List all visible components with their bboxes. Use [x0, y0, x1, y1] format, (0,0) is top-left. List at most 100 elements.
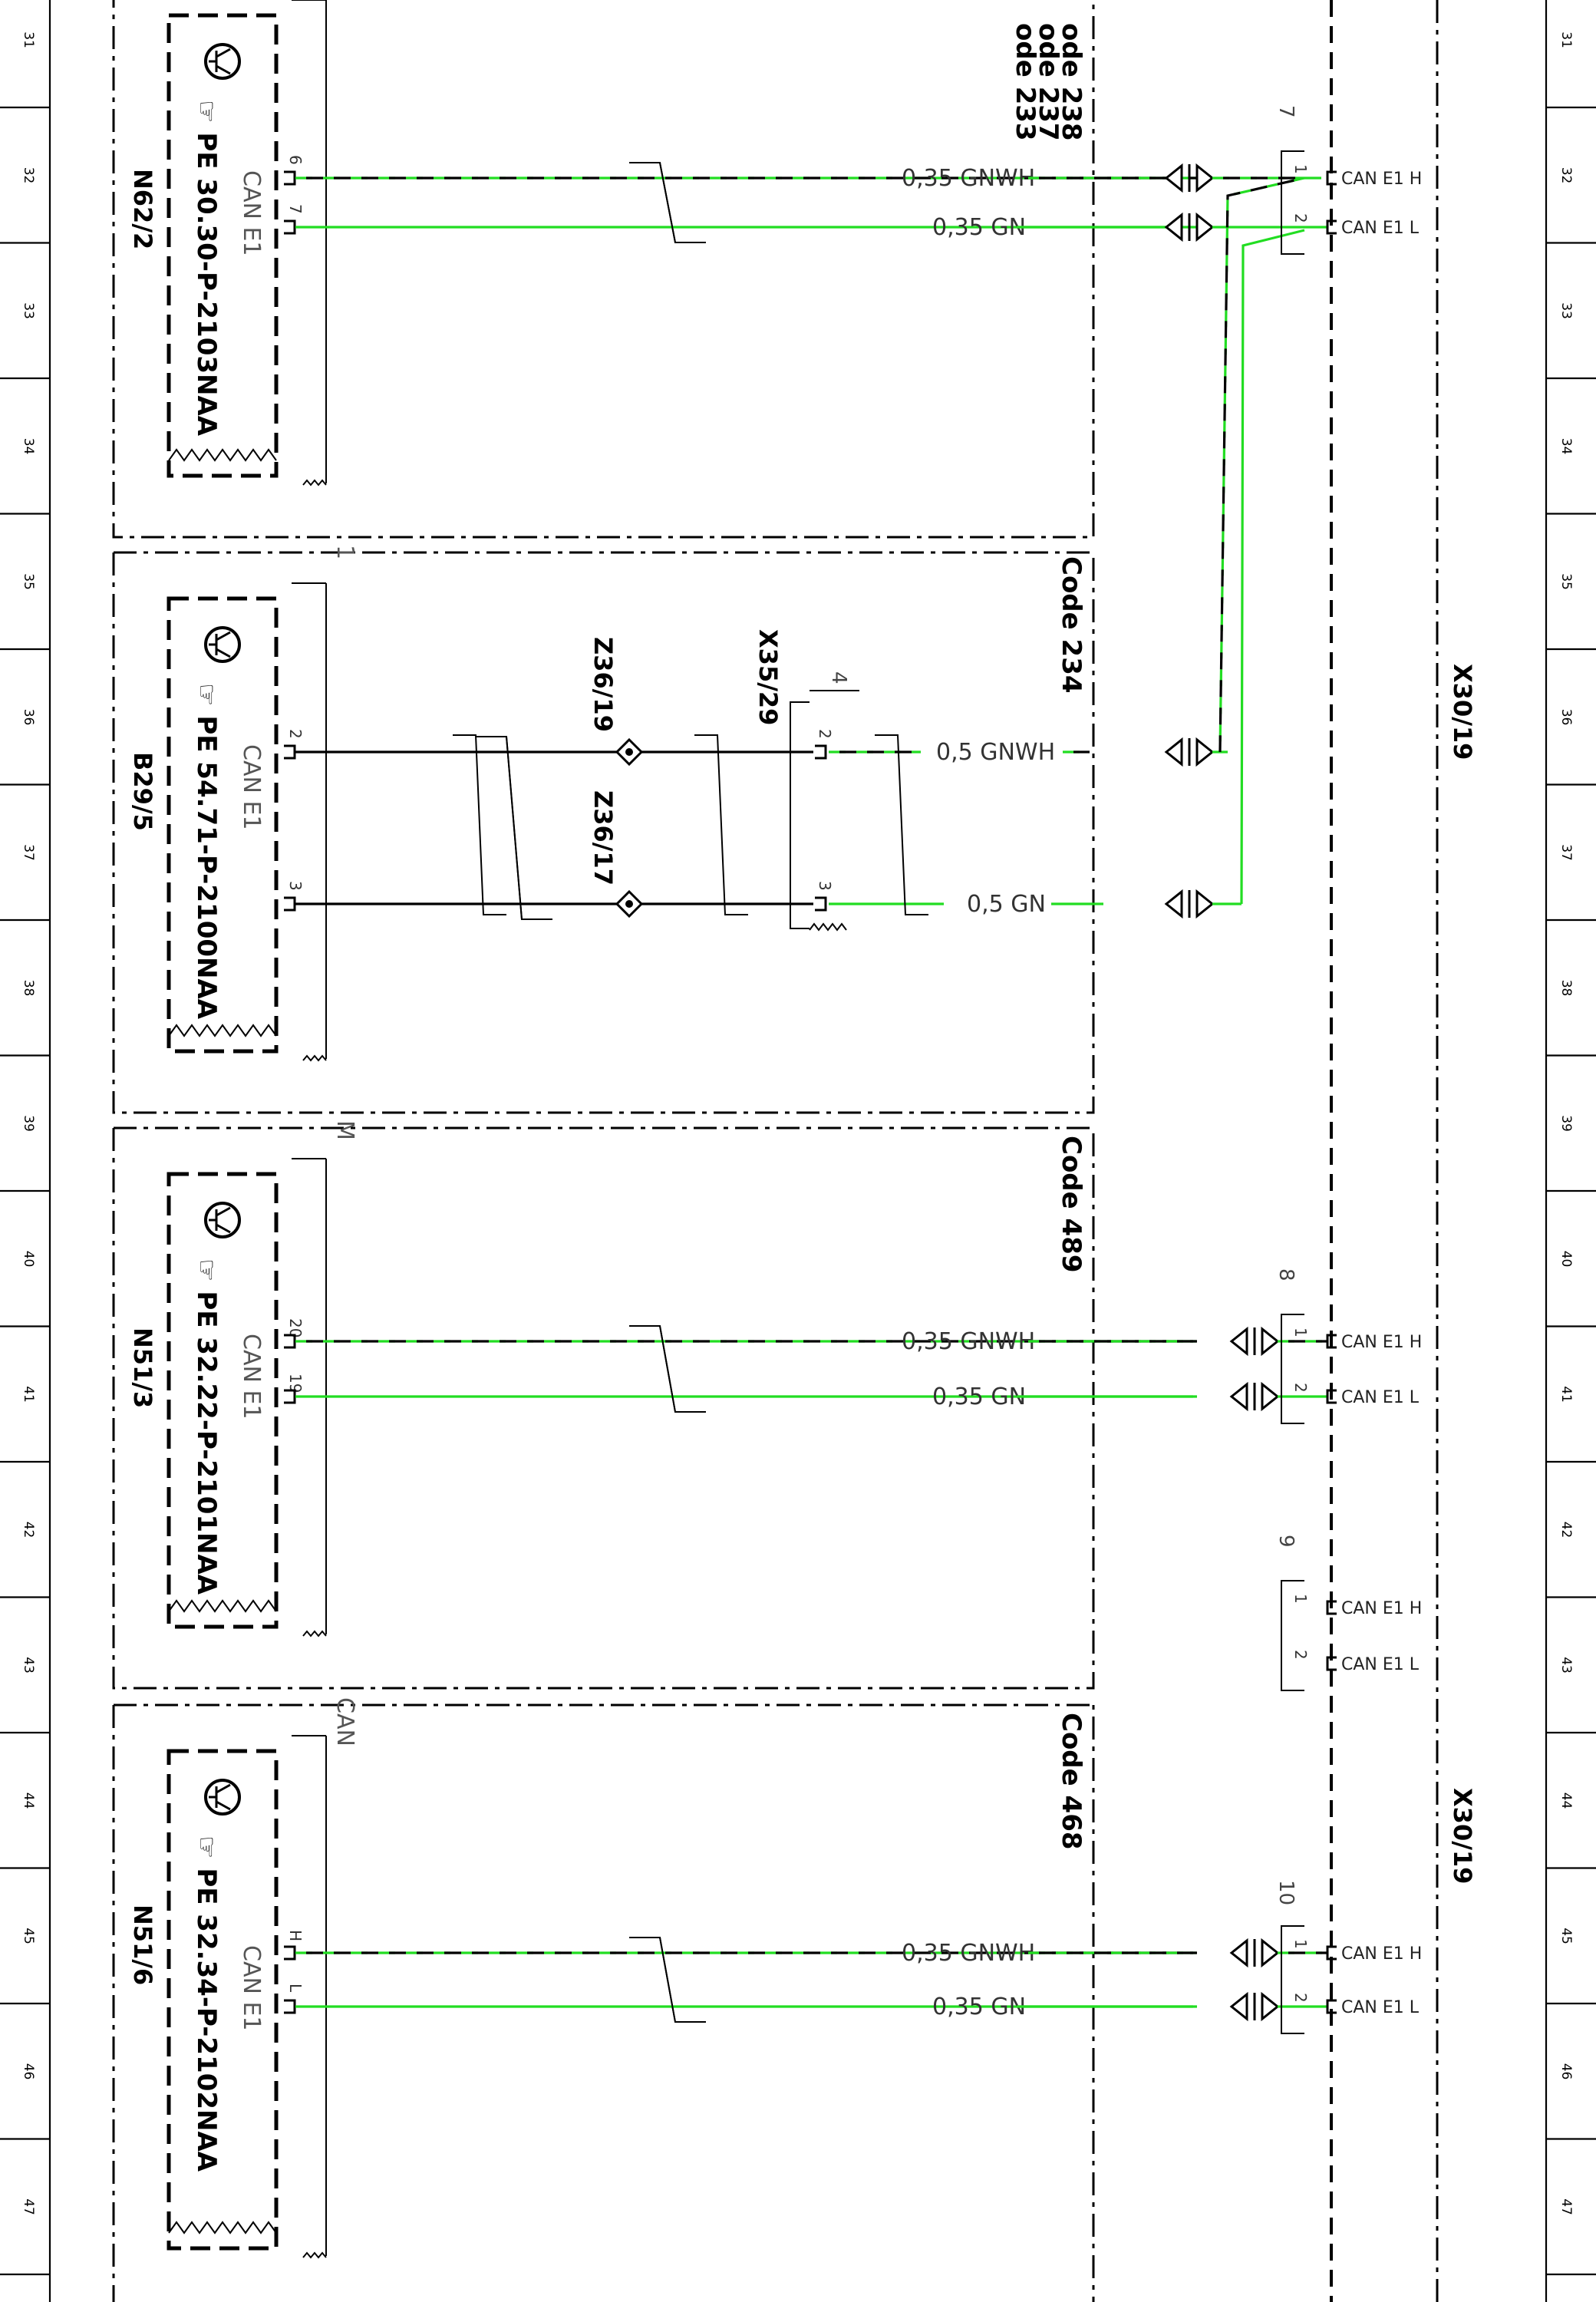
transistor-icon-lines — [209, 48, 231, 75]
x30-pin: 1 — [1291, 164, 1310, 174]
twisted-pair-marker — [453, 734, 506, 915]
junction-arrow-shape — [1229, 1381, 1280, 1412]
x30-connector-number-text: 10 — [1274, 1880, 1298, 1905]
corner-label: M — [331, 1120, 358, 1140]
pin-label-text: 6 — [286, 155, 305, 165]
wire-label: 0,35 GNWH — [902, 1940, 1035, 1967]
twisted-pair-marker — [694, 734, 748, 915]
connector-number: 4 — [827, 671, 850, 684]
x30-pin: 2 — [1291, 1650, 1310, 1660]
cross-wiring — [1218, 176, 1305, 905]
bus-label: CAN E1 — [238, 170, 265, 256]
ruler-number-text: 44 — [21, 1792, 36, 1809]
pin-L: L0,35 GN — [284, 1984, 1327, 2022]
pe-reference-text: ☞ PE 30.30-P-2103NAA — [191, 100, 222, 437]
ruler-number: 31 — [21, 31, 36, 48]
ruler-number: 43 — [1558, 1657, 1574, 1674]
pin-label: 6 — [286, 155, 305, 165]
pe-reference-text: ☞ PE 54.71-P-2100NAA — [191, 683, 222, 1020]
pin-7: 70,35 GN — [284, 204, 1215, 242]
junction-arrow-icon — [1229, 1381, 1280, 1412]
corner-label-text: 1 — [331, 545, 358, 559]
ruler-number-text: 40 — [21, 1251, 36, 1268]
ruler-number: 32 — [21, 167, 36, 184]
ruler-number: 38 — [21, 980, 36, 997]
bus-label: CAN E1 — [238, 1945, 265, 2031]
ruler-number-text: 40 — [1558, 1251, 1574, 1268]
ecu-connector-zigzag — [302, 1630, 327, 1637]
pe-reference: ☞ PE 32.34-P-2102NAA — [191, 1835, 222, 2172]
x30-pin: 2 — [1291, 1383, 1310, 1393]
x30-pin-terminal — [1326, 1389, 1337, 1404]
transistor-icon-lines — [209, 1783, 231, 1811]
wire-label: 0,5 GNWH — [936, 739, 1055, 766]
pin-terminal — [284, 896, 296, 912]
component-name-text: B29/5 — [128, 752, 157, 831]
ruler-number: 39 — [1558, 1115, 1574, 1132]
x30-can-label: CAN E1 H — [1341, 1599, 1422, 1618]
junction-arrow-icon — [1164, 889, 1215, 919]
ruler-number-text: 35 — [21, 573, 36, 590]
splice-label-text: Z36/17 — [589, 790, 618, 886]
x30-pin-text: 1 — [1291, 1939, 1310, 1949]
ruler-number-text: 37 — [1558, 844, 1574, 861]
junction-arrow-shape — [1164, 889, 1215, 919]
ruler-number: 45 — [21, 1928, 36, 1944]
x30-pin: 2 — [1291, 1993, 1310, 2003]
ruler-number: 41 — [21, 1386, 36, 1403]
wire-label: 0,35 GN — [932, 214, 1026, 241]
pin-label-text: 2 — [286, 729, 305, 739]
x30-can-label: CAN E1 L — [1341, 1655, 1420, 1674]
corner-label-text: CAN — [331, 1697, 358, 1746]
transistor-icon-circle — [204, 626, 241, 663]
connector-pin: 2 — [816, 729, 834, 739]
component-name-text: N51/3 — [128, 1327, 157, 1408]
connector-zigzag — [809, 922, 847, 932]
x30-can-label: CAN E1 L — [1341, 1388, 1420, 1407]
ruler-number-text: 45 — [21, 1928, 36, 1944]
junction-arrow-shape — [1229, 1938, 1280, 1968]
pin-label: H — [286, 1930, 305, 1941]
ruler-number-text: 46 — [21, 2063, 36, 2080]
connector-outline — [790, 701, 810, 929]
corner-label: CAN — [331, 1697, 358, 1746]
x30-pin-terminal — [1326, 1600, 1337, 1615]
ruler-number-text: 42 — [21, 1522, 36, 1539]
ruler-number-text: 36 — [21, 709, 36, 726]
x30-connector-number: 9 — [1274, 1535, 1298, 1548]
ruler-number: 32 — [1558, 167, 1574, 184]
module-frame-border — [112, 1128, 1095, 1690]
x30-pin-text: 1 — [1291, 1594, 1310, 1604]
ruler-number: 47 — [21, 2198, 36, 2215]
connector-pin: 3 — [816, 881, 834, 891]
pin-terminal — [284, 1334, 296, 1349]
twisted-pair-marker — [629, 1325, 706, 1413]
bus-label-text: CAN E1 — [238, 1945, 265, 2031]
x30-pin: 1 — [1291, 1327, 1310, 1337]
splice-label-2: Z36/17 — [589, 790, 618, 886]
ruler-number-text: 38 — [21, 980, 36, 997]
ecu-box — [167, 1172, 279, 1629]
ecu-box — [167, 13, 279, 478]
module-frame-border — [112, 552, 1095, 1114]
wire-label: 0,35 GNWH — [902, 1328, 1035, 1355]
ecu-box — [167, 596, 279, 1054]
ruler-number-text: 31 — [1558, 31, 1574, 48]
splice-dot — [625, 900, 633, 908]
ruler-number-text: 33 — [1558, 302, 1574, 319]
x30-connector-outline — [1281, 1314, 1304, 1424]
module-frame-border — [112, 0, 1095, 539]
x30-pin-terminal — [1326, 1334, 1337, 1349]
splice-icon — [615, 889, 644, 918]
x30-pin-terminal — [1326, 1945, 1337, 1961]
pin-6: 60,35 GNWH — [284, 155, 1215, 193]
code-label: Code 468 — [1056, 1713, 1087, 1850]
code-label-text: ode 238 — [1056, 23, 1087, 141]
code-label: Code 489 — [1056, 1136, 1087, 1273]
ruler-number-text: 35 — [1558, 573, 1574, 590]
